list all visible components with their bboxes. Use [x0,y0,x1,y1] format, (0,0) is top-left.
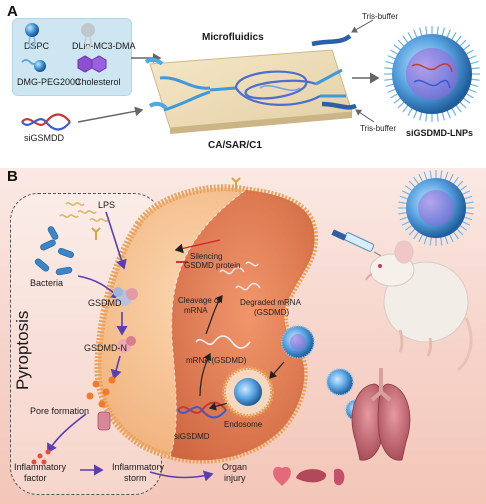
tube-bottom-icon [321,101,357,110]
lnp-to-endosome-arrow [269,361,285,379]
n-to-pore-arrow [110,355,122,380]
silencing-label-1: Silencing [190,252,223,261]
sirna-to-mrna-arrow [199,352,212,397]
organ-icons [273,466,345,486]
sirna-label: siGSMDD [24,133,64,143]
organ-injury-label-2: injury [224,473,246,483]
gsdmd-n-label: GSDMD-N [84,343,127,353]
lps-icon [59,202,109,222]
pore-to-factor-arrow [47,413,87,454]
pyroptosis-label: Pyroptosis [13,310,32,390]
tris-top-pointer [351,19,374,33]
organ-injury-label-1: Organ [222,462,248,472]
heart-icon [273,466,291,486]
inflammatory-factor-dots-icon [31,449,51,465]
endosome-label: Endosome [224,420,263,429]
cleavage-label-2: mRNA [184,306,208,315]
dlin-mc3-dma-molecule-icon [81,23,95,50]
bacteria-label: Bacteria [30,278,64,288]
silencing-label-2: GSDMD protein [184,261,241,270]
panel-b-letter: B [7,168,18,185]
kidney-icon [334,468,345,486]
microfluidics-label: Microfluidics [202,32,264,43]
pore-channel-icon [97,411,111,431]
inflammatory-factor-label-2: factor [24,473,47,483]
bacteria-icon [34,226,74,276]
cleavage-label-1: Cleavage of [178,296,221,305]
mrna-to-degraded-arrow [205,295,223,335]
peg-label: DMG-PEG2000 [17,77,81,87]
gsdmd-label: GSDMD [88,298,122,308]
lps-label: LPS [98,200,116,210]
gsdmd-n-protein-icon [117,336,136,353]
tube-top-icon [311,34,352,47]
inflammatory-factor-label-1: Inflammatory [14,462,67,472]
degraded-mrna-icon [219,261,261,291]
dspc-molecule-icon [25,23,39,50]
tris-buffer-bottom-label: Tris-buffer [360,124,397,133]
tris-buffer-top-label: Tris-buffer [362,12,399,21]
gsdmd-protein-icon [113,287,138,306]
silencing-arrow [174,239,221,254]
tris-bottom-pointer [355,109,375,123]
mouse-icon [365,240,473,372]
mrna-label: mRNA (GSDMD) [186,356,247,365]
lnp-large-icon [384,26,480,122]
cell-body [94,184,319,464]
receptor-icon [91,177,241,240]
liver-icon [296,469,327,483]
storm-to-organ-arrow [149,470,214,482]
inflammatory-storm-label-1: Inflammatory [112,462,165,472]
cholesterol-label: Cholesterol [75,77,121,87]
tube-inlet-top-icon [144,57,164,66]
lnp-entering-icon [281,325,315,359]
lnp-panel-b-icon [398,170,474,246]
chip-label: CA/SAR/C1 [208,140,262,151]
microfluidic-chip [149,49,353,134]
degraded-mrna-label-1: Degraded mRNA [240,298,301,307]
sigsdmd-helix-icon [177,401,227,419]
pore-protein-dots-icon [86,376,116,408]
endosome-icon [222,366,274,418]
sigsdmd-label: siGSDMD [174,432,210,441]
lps-to-cell-arrow [105,211,127,270]
tube-inlet-bottom-icon [148,101,168,110]
lungs-icon [351,368,411,461]
degraded-mrna-label-2: (GSDMD) [254,308,290,317]
cholesterol-molecule-icon [77,55,107,73]
sirna-arrow [77,106,144,123]
panel-a-letter: A [7,3,18,20]
dspc-label: DSPC [24,41,50,51]
dmg-peg2000-molecule-icon [21,59,46,72]
inflammatory-storm-label-2: storm [124,473,147,483]
pore-formation-label: Pore formation [30,406,90,416]
sirna-helix-icon [21,113,71,131]
product-label: siGSDMD-LNPs [406,128,474,138]
dlin-label: DLin-MC3-DMA [72,41,136,51]
mrna-strand-icon [195,335,251,349]
